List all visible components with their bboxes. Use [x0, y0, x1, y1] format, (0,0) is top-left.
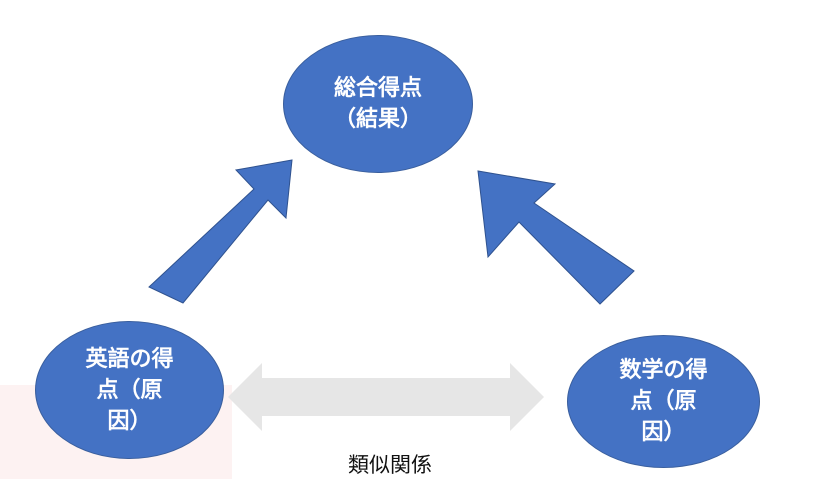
- math-score-node: 数学の得 点（原 因）: [567, 335, 760, 468]
- total-score-node: 総合得点 （結果）: [283, 35, 473, 173]
- similarity-relation-label: 類似関係: [348, 453, 432, 477]
- arrow-math-to-total: [477, 170, 635, 305]
- arrow-english-to-total: [148, 159, 293, 304]
- english-score-label: 英語の得 点（原 因）: [85, 346, 174, 434]
- similarity-double-arrow: [228, 363, 544, 431]
- total-score-label: 総合得点 （結果）: [333, 76, 422, 132]
- english-score-node: 英語の得 点（原 因）: [35, 321, 224, 459]
- math-score-label: 数学の得 点（原 因）: [619, 358, 708, 445]
